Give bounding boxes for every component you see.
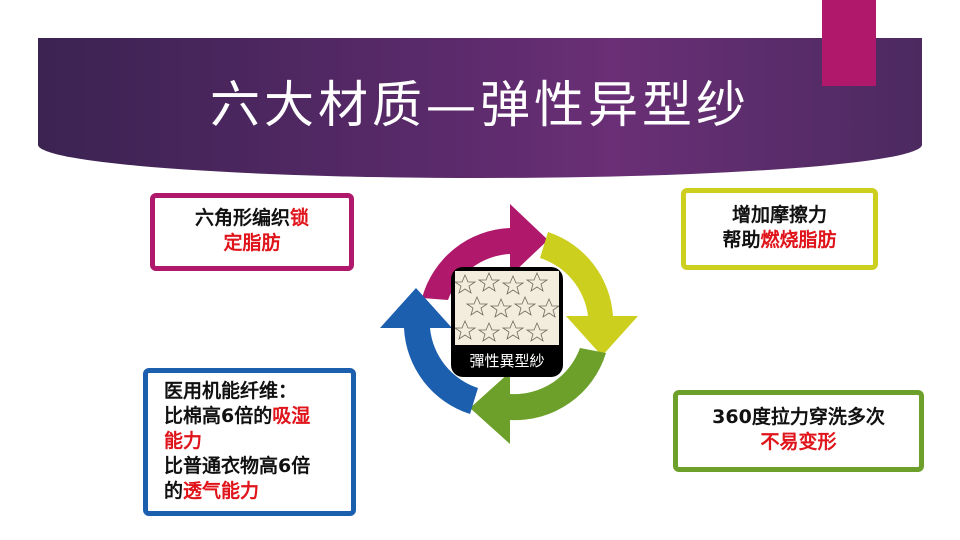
feature-line: 帮助燃烧脂肪 [686, 228, 873, 253]
feature-highlight: 吸湿 [272, 405, 311, 427]
feature-highlight: 能力 [164, 430, 203, 452]
feature-text: 比普通衣物高6倍 [164, 455, 311, 477]
feature-box-stretch: 360度拉力穿洗多次 不易变形 [673, 390, 924, 472]
cycle-arrow-yellow [540, 232, 638, 356]
title-banner [38, 38, 922, 178]
center-label: 彈性異型紗 [469, 352, 545, 370]
cycle-arrow-blue [380, 288, 478, 414]
star-pattern-texture [455, 271, 559, 345]
cycle-arrow-green [470, 348, 606, 444]
page-title: 六大材质—弹性异型纱 [210, 76, 750, 134]
feature-box-hexagon-weave: 六角形编织锁 定脂肪 [150, 193, 354, 271]
feature-text: 六角形编织 [194, 207, 290, 229]
feature-highlight: 不易变形 [760, 431, 837, 453]
feature-highlight: 锁 [290, 207, 310, 229]
feature-line: 六角形编织锁 [155, 206, 349, 231]
feature-text: 医用机能纤维： [164, 380, 298, 402]
feature-box-medical-fiber: 医用机能纤维： 比棉高6倍的吸湿 能力 比普通衣物高6倍 的透气能力 [143, 368, 356, 516]
feature-highlight: 定脂肪 [223, 232, 281, 254]
fabric-sample-image: 彈性異型紗 [451, 267, 563, 377]
feature-line: 的透气能力 [164, 479, 351, 504]
feature-text: 帮助 [722, 229, 761, 251]
feature-highlight: 燃烧脂肪 [760, 229, 837, 251]
feature-line: 定脂肪 [155, 231, 349, 256]
feature-text: 增加摩擦力 [731, 204, 827, 226]
feature-highlight: 透气能力 [183, 480, 260, 502]
feature-text: 的 [164, 480, 184, 502]
feature-text: 比棉高6倍的 [164, 405, 273, 427]
corner-accent [822, 0, 876, 86]
feature-text: 360度拉力穿洗多次 [712, 406, 885, 428]
feature-box-friction: 增加摩擦力 帮助燃烧脂肪 [681, 188, 878, 270]
feature-line: 比棉高6倍的吸湿 [164, 404, 351, 429]
